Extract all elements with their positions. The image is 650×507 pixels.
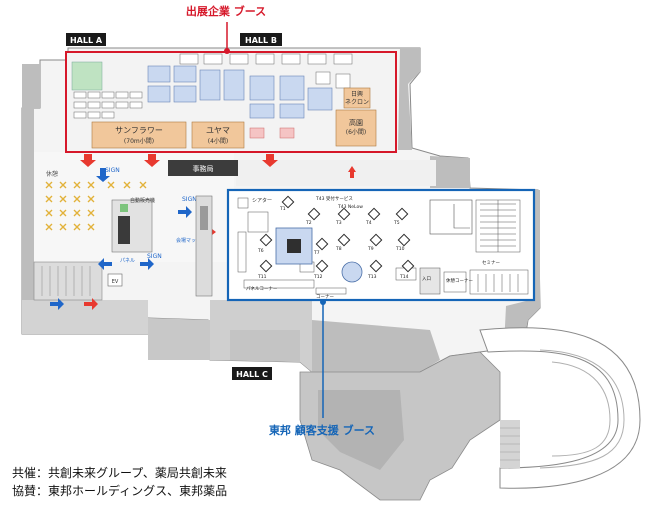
- label-panel: パネル: [120, 258, 135, 264]
- footer-sponsor: 協賛：東邦ホールディングス、東邦薬品: [12, 484, 228, 498]
- label-break: 休憩: [46, 170, 58, 178]
- booth-kowa: [335, 109, 377, 147]
- booth-small: [343, 87, 371, 109]
- svg-text:T12: T12: [313, 274, 323, 280]
- svg-text:T6: T6: [257, 248, 264, 254]
- booth-sunflower: [91, 121, 187, 149]
- svg-text:T2: T2: [305, 220, 312, 226]
- label-staff-room: 事務局: [193, 164, 214, 173]
- svg-text:T14: T14: [399, 274, 409, 280]
- toho-frame: [226, 188, 536, 302]
- booth-yuyama: [191, 121, 245, 149]
- label-entrance: 入口: [422, 276, 431, 282]
- svg-text:T11: T11: [257, 274, 267, 280]
- label-counter: パネルコーナー: [246, 286, 278, 292]
- exhibitor-callout: 出展企業 ブース: [186, 4, 266, 18]
- svg-text:T5: T5: [393, 220, 400, 226]
- label-sunflower: サンフラワー: [115, 126, 163, 135]
- label-lounge: 休憩コーナー: [446, 277, 473, 284]
- svg-text:HALL A: HALL A: [70, 36, 103, 45]
- svg-text:T10: T10: [395, 246, 405, 252]
- toho-booth-area: T1 T2 T3 T4 T5 T6 T7 T8 T9 T10 T11 T12 T…: [226, 188, 536, 302]
- label-vending: 自動販売機: [130, 197, 155, 204]
- svg-text:T9: T9: [367, 246, 374, 252]
- label-service-1: T43 受付サービス: [315, 195, 353, 202]
- label-yuyama-size: (4小間): [208, 137, 229, 145]
- svg-text:T8: T8: [335, 246, 342, 252]
- exhibitor-frame: [65, 51, 397, 153]
- label-ev: EV: [112, 279, 119, 285]
- hall-a-area: 休憩 自動販売機 EV: [33, 170, 155, 310]
- toho-callout: 東邦 顧客支援 ブース: [269, 423, 375, 437]
- label-venue-map: 会場マップ: [176, 237, 201, 244]
- label-yuyama: ユヤマ: [206, 126, 230, 135]
- svg-text:T4: T4: [365, 220, 372, 226]
- blue-arrows: [96, 168, 192, 270]
- svg-text:HALL C: HALL C: [236, 370, 268, 379]
- hall-b-tag: HALL B: [240, 33, 282, 46]
- booth-tables: [259, 195, 415, 273]
- sign-1: SIGN: [105, 167, 120, 174]
- label-service-2: T43 NeLow: [337, 204, 363, 210]
- sign-2: SIGN: [182, 196, 197, 203]
- svg-text:T7: T7: [313, 250, 320, 256]
- label-theater: シアター: [252, 197, 272, 204]
- label-small2: ネクロン: [345, 99, 369, 106]
- hall-a-tag: HALL A: [66, 33, 106, 46]
- footer-host: 共催：共創未来グループ、薬局共創未来: [12, 466, 227, 480]
- label-corner: コーナー: [316, 294, 334, 300]
- label-kowa: 高園: [349, 118, 363, 127]
- label-kowa-size: (6小間): [346, 128, 367, 136]
- sign-3: SIGN: [147, 253, 162, 260]
- hall-c-tag: HALL C: [232, 367, 272, 380]
- label-sunflower-size: (70m小間): [124, 137, 154, 145]
- svg-text:T1: T1: [279, 206, 286, 212]
- label-small: 日興: [351, 90, 363, 98]
- svg-text:T13: T13: [367, 274, 377, 280]
- label-seminar: セミナー: [482, 260, 500, 266]
- svg-text:HALL B: HALL B: [245, 36, 277, 45]
- svg-text:T3: T3: [335, 220, 342, 226]
- hall-b-area: サンフラワー (70m小間) ユヤマ (4小間) 高園 (6小間) 日興 ネクロ…: [65, 51, 397, 153]
